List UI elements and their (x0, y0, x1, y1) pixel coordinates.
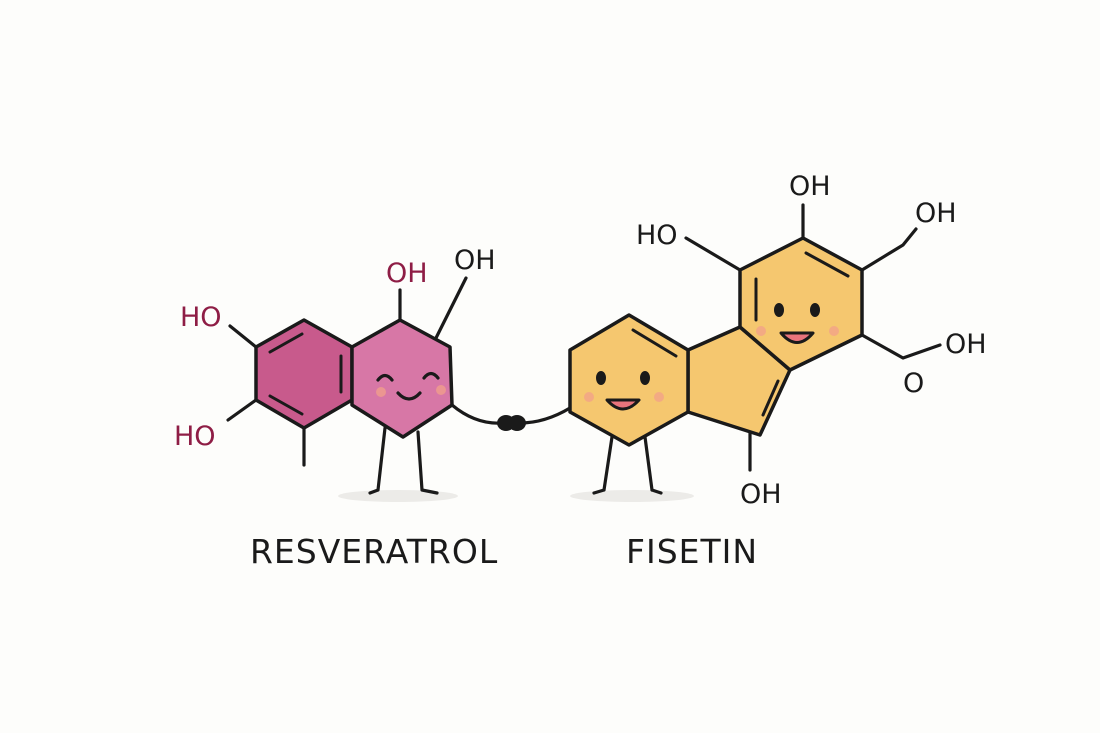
fisetin-right-mouth (779, 331, 815, 344)
resveratrol-name: RESVERATROL (250, 532, 498, 571)
fisetin-right-blush-1 (756, 326, 766, 336)
handshake (497, 415, 526, 431)
fisetin-face-ring (568, 313, 690, 447)
fisetin-oh-right-bond (860, 333, 942, 360)
fisetin-arm (518, 406, 572, 425)
resveratrol-ho-upper-bond (228, 324, 258, 349)
fisetin-right-eye-1 (774, 303, 784, 317)
resveratrol-arm (450, 403, 505, 425)
fisetin-left-eye-2 (640, 371, 650, 385)
fisetin-right-blush-2 (829, 326, 839, 336)
resveratrol-oh-right-label: OH (454, 245, 496, 276)
resveratrol-smile (396, 391, 422, 401)
resveratrol-shadow (338, 490, 458, 502)
resveratrol-ho-lower-bond (226, 398, 258, 422)
fisetin-upper-ring-double-bonds (754, 251, 850, 322)
fisetin-oh-top-label: OH (789, 171, 831, 202)
fisetin-right-eye-2 (810, 303, 820, 317)
fisetin-left-mouth (605, 398, 641, 411)
fisetin-ho-left-label: HO (636, 220, 678, 251)
resveratrol-right-eye (422, 371, 440, 380)
resveratrol-right-leg (416, 430, 439, 495)
fisetin-oh-upper-right-bond (860, 227, 918, 272)
fisetin-right-leg (643, 435, 663, 495)
fisetin-face-ring-double-bond (631, 328, 678, 358)
resveratrol-left-leg (368, 426, 387, 495)
resveratrol-left-ring-double-bonds (268, 332, 343, 416)
fisetin-ho-left-bond (684, 236, 742, 272)
fisetin-molecule (518, 203, 942, 495)
fisetin-hand (508, 415, 526, 431)
fisetin-left-blush-2 (654, 392, 664, 402)
fisetin-oh-bottom-label: OH (740, 479, 782, 510)
fisetin-left-blush-1 (584, 392, 594, 402)
fisetin-left-leg (592, 435, 614, 495)
fisetin-name: FISETIN (626, 532, 758, 571)
fisetin-oh-upper-right-label: OH (915, 198, 957, 229)
resveratrol-oh-top-label: OH (386, 258, 428, 289)
resveratrol-right-blush (436, 385, 446, 395)
resveratrol-ho-upper-label: HO (180, 302, 222, 333)
fisetin-o-right-label: O (903, 368, 924, 399)
resveratrol-left-blush (376, 387, 386, 397)
resveratrol-face-ring (350, 318, 454, 439)
resveratrol-left-ring (254, 318, 354, 430)
resveratrol-oh-right-bond (434, 276, 468, 340)
fisetin-pentagon-double-bond (761, 379, 780, 417)
fisetin-oh-right-label: OH (945, 329, 987, 360)
resveratrol-ho-lower-label: HO (174, 421, 216, 452)
resveratrol-left-eye (376, 373, 394, 382)
fisetin-shadow (570, 490, 694, 502)
fisetin-left-eye-1 (596, 371, 606, 385)
resveratrol-molecule (226, 276, 505, 495)
